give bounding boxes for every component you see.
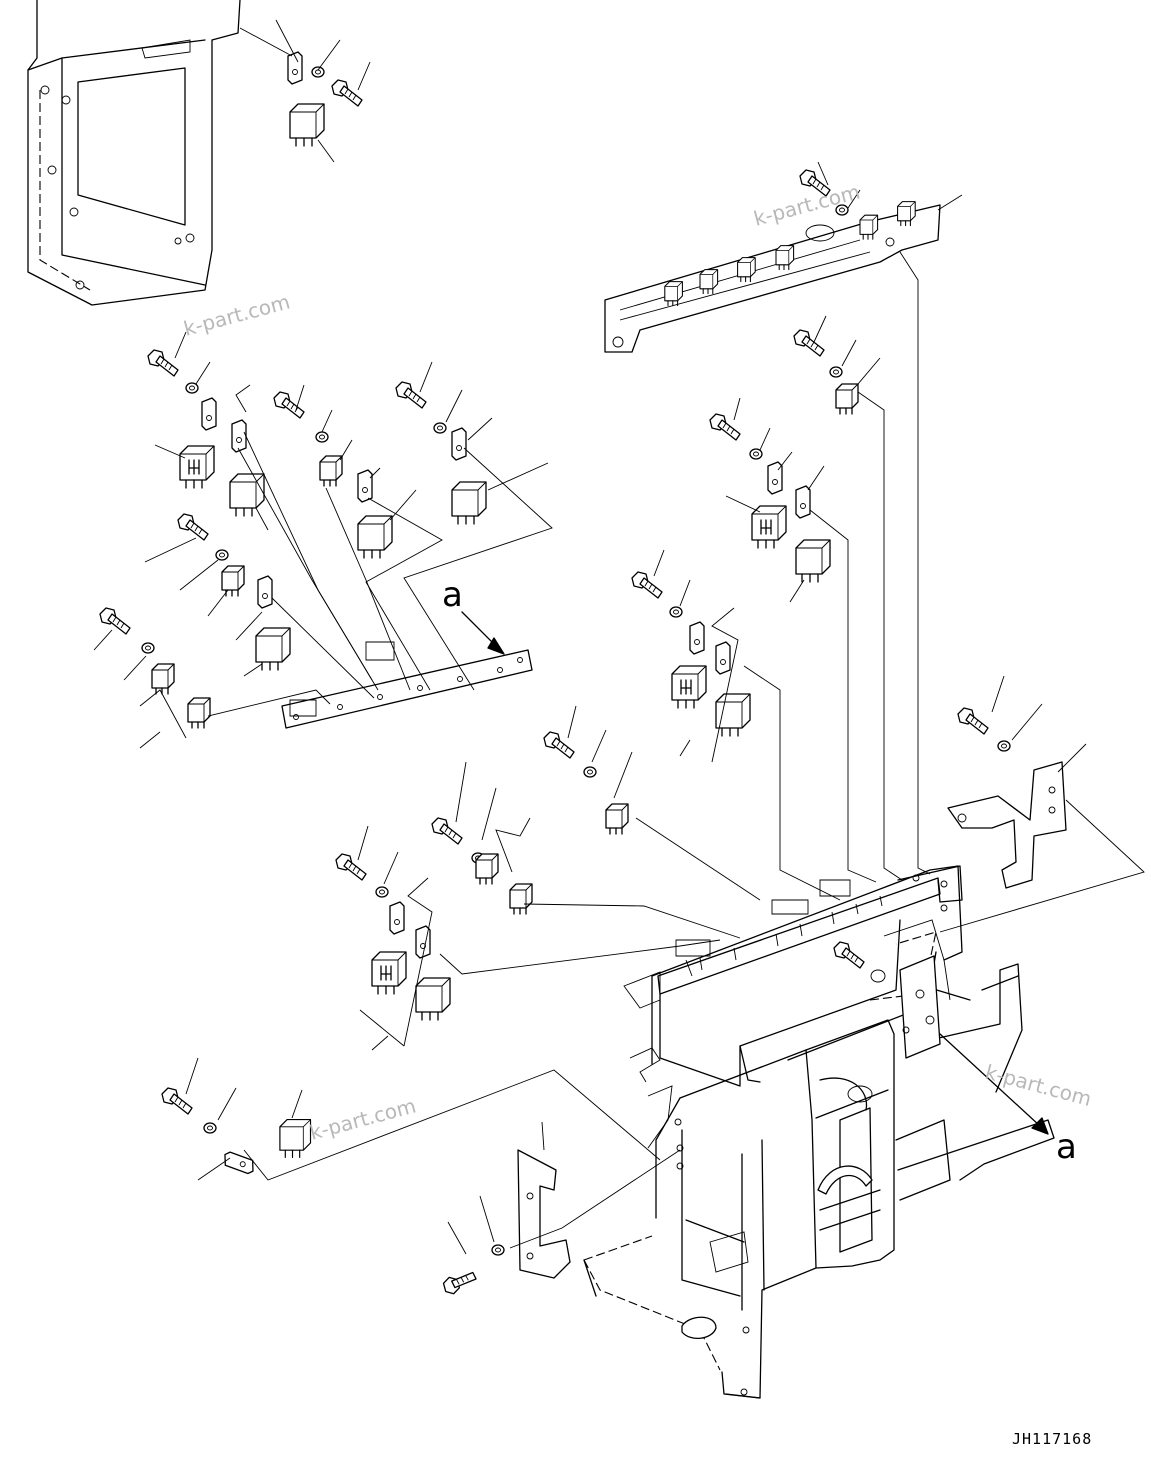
watermark-2: k-part.com (181, 289, 292, 340)
relay-cluster-middle (161, 315, 881, 1181)
relay-group-top (239, 19, 371, 163)
ref-label-a-bottom: a (1056, 1127, 1077, 1167)
left-connector-strip (281, 649, 533, 729)
vertical-support-bracket (439, 1121, 681, 1303)
relay-cluster-left (93, 331, 549, 749)
relay-mounting-rail (604, 161, 963, 353)
top-left-cover-panel (27, 0, 241, 306)
drawing-code: JH117168 (1012, 1430, 1092, 1448)
watermark-4: k-part.com (983, 1060, 1094, 1111)
watermark-3: k-part.com (307, 1093, 418, 1144)
routing-lines-left (207, 431, 553, 717)
ref-label-a-top: a (442, 575, 463, 615)
routing-lines-middle (243, 251, 931, 1181)
watermark-1: k-part.com (751, 179, 862, 230)
right-mounting-bracket (939, 675, 1145, 933)
main-frame-assembly (583, 865, 1055, 1399)
ref-arrow-bottom (939, 1033, 1041, 1127)
